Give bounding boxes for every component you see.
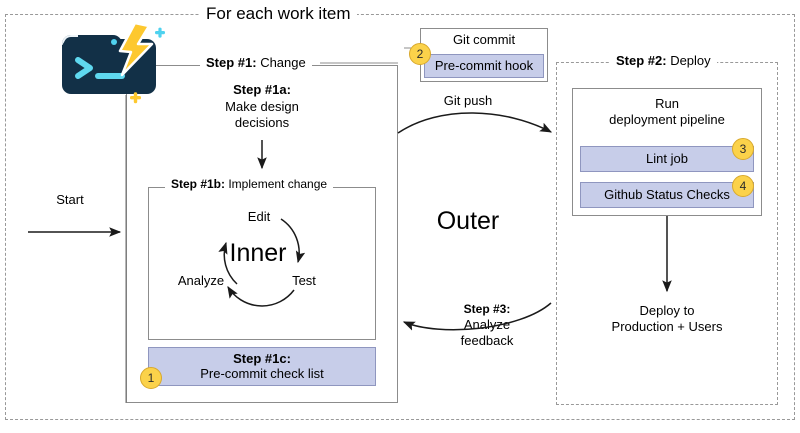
cycle-label-analyze: Analyze [177,273,225,288]
step2-deploy-title: Step #2: Deploy [610,54,717,67]
cycle-center-label-inner: Inner [229,239,287,267]
yellow-plus-sparkle-icon [130,92,141,104]
step2-label-rest: Deploy [666,53,711,68]
terminal-top-highlight [62,35,78,45]
cycle-label-edit: Edit [247,209,271,224]
pipeline-line2: deployment pipeline [609,112,725,127]
step1-label-rest: Change [256,55,306,70]
step3-feedback-arrow [402,302,552,331]
precommit-hook-box[interactable]: Pre-commit hook [424,54,544,78]
terminal-glyphs [75,21,165,104]
terminal-icon [52,21,172,104]
github-status-checks-box[interactable]: Github Status Checks [580,182,754,208]
step1-change-title: Step #1: Change [200,56,312,69]
start-label: Start [56,192,84,207]
badge-1: 1 [140,367,162,389]
badge-3: 3 [732,138,754,160]
terminal-prompt-chevron-icon [75,57,93,79]
lint-job-label: Lint job [646,150,688,166]
precommit-hook-label: Pre-commit hook [434,57,534,73]
outer-loop-label: Outer [436,207,500,235]
badge-4: 4 [732,175,754,197]
cyan-dot-icon [111,39,117,45]
for-each-work-item-container [5,14,795,420]
step1-label-bold: Step #1: [206,55,257,70]
step2-label-bold: Step #2: [616,53,667,68]
git-push-label: Git push [443,93,493,108]
for-each-work-item-title: For each work item [200,5,357,22]
step3-title: Step #3: [463,302,511,316]
cyan-plus-sparkle-icon [155,27,165,38]
git-commit-title: Git commit [452,32,516,47]
cycle-label-test: Test [292,273,316,288]
cycle-arc-edit-to-test [280,218,306,264]
git-push-arrow [397,112,553,134]
step1c-precommit-checklist-box[interactable]: Step #1c: Pre-commit check list [148,347,376,386]
step1b-title: Step #1b: Implement change [165,177,334,191]
cycle-arc-test-to-analyze [227,285,295,307]
step3-line3: feedback [460,333,514,348]
step1c-subtitle: Pre-commit check list [200,365,324,381]
step1b-label-bold: Step #1b: [171,177,226,191]
step1b-implement-change-box [148,187,376,340]
lint-job-box[interactable]: Lint job [580,146,754,172]
lightning-bolt-icon [118,21,154,77]
step1b-label-rest: Implement change [225,177,328,191]
step1c-title: Step #1c: [233,350,291,366]
deploy-target-line1: Deploy to [639,303,695,318]
step1a-line2: decisions [234,115,290,130]
deploy-target-line2: Production + Users [611,319,723,334]
github-status-checks-label: Github Status Checks [604,186,730,202]
cycle-arc-analyze-to-edit [218,241,238,285]
step1a-title: Step #1a: [233,82,291,97]
pipeline-line1: Run [655,96,679,111]
badge-2: 2 [409,43,431,65]
step1a-line1: Make design [225,99,299,114]
